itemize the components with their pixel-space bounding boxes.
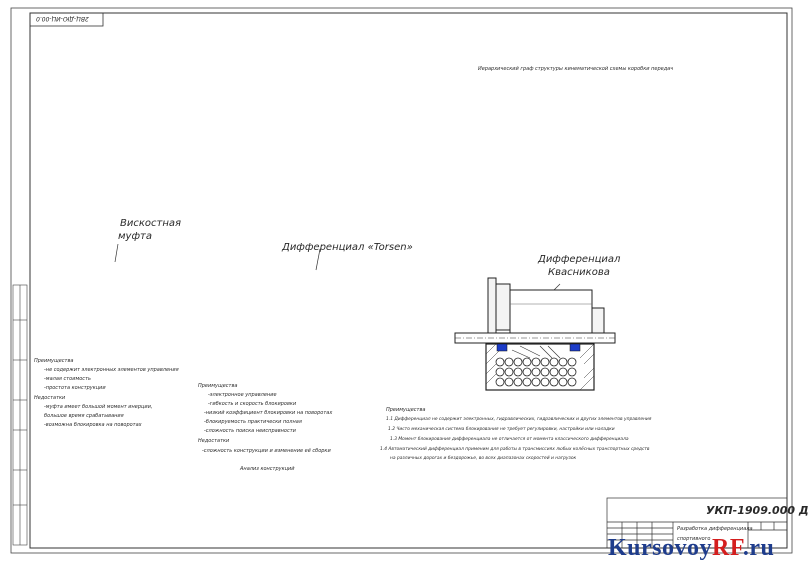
list-item: -сложность конструкции и изменение её сб…: [202, 448, 331, 454]
kursovoyrf-watermark: KursovoyRF.ru: [608, 535, 774, 562]
list-item: -не содержит электронных элементов управ…: [44, 367, 179, 373]
watermark-accent: RF: [712, 535, 743, 561]
viscous-coupling-label-line2: муфта: [118, 231, 152, 242]
list-item: 1.2 Чисто механическая система блокирова…: [388, 427, 615, 432]
document-code: УКП-1909.000 Д: [706, 504, 809, 517]
watermark-main: Kursovoy: [608, 535, 713, 561]
torsen-advantages-title: Преимущества: [198, 383, 238, 389]
kvasnikov-advantages-title: Преимущества: [386, 407, 426, 413]
torsen-disadvantages-title: Недостатки: [198, 438, 230, 444]
title-block-frame: [606, 497, 788, 549]
list-item: на различных дорогах и бездорожье, во вс…: [390, 456, 577, 461]
outer-frame: [10, 7, 793, 554]
list-item: 1.1 Дифференциал не содержит электронных…: [386, 417, 652, 422]
list-item: -простота конструкции: [44, 385, 106, 391]
torsen-differential-label: Дифференциал «Torsen»: [282, 242, 413, 253]
viscous-advantages-title: Преимущества: [34, 358, 74, 364]
list-item: -малая стоимость: [44, 376, 91, 382]
list-item: -блокируемость практически полная: [204, 419, 302, 425]
corner-stamp: 2ВЦ-ДЮ-ИЦ-00.0: [36, 15, 89, 22]
document-name-line1: Разработка дифференциала: [677, 526, 753, 532]
corner-stamp-box: [29, 12, 104, 27]
left-side-strip: [12, 284, 28, 546]
list-item: большое время срабатывания: [44, 413, 124, 419]
list-item: -низкий коэффициент блокировки на поворо…: [204, 410, 333, 416]
hierarchy-graph-title: Иерархический граф структуры кинематичес…: [478, 66, 674, 72]
kvasnikov-label-line1: Дифференциал: [538, 254, 621, 265]
torsen-leader: [315, 248, 321, 271]
list-item: -возможна блокировка на поворотах: [44, 422, 142, 428]
viscous-coupling-label-line1: Вискостная: [120, 218, 182, 229]
kvasnikov-differential-drawing: [454, 277, 616, 391]
viscous-disadvantages-title: Недостатки: [34, 395, 66, 401]
inner-frame: [29, 12, 788, 549]
list-item: -электронное управление: [208, 392, 277, 398]
list-item: 1.3 Момент блокирования дифференциала не…: [390, 437, 629, 442]
analysis-footer: Анализ конструкций: [240, 466, 295, 472]
list-item: -сложность поиска неисправности: [204, 428, 296, 434]
kvasnikov-label-line2: Квасникова: [548, 267, 610, 278]
watermark-suffix: .ru: [742, 535, 775, 561]
list-item: -муфта имеет большой момент инерции,: [44, 404, 153, 410]
document-name-line2: спортивного: [677, 536, 711, 542]
list-item: 1.4 Автоматический дифференциал применим…: [380, 447, 650, 452]
viscous-leader: [114, 243, 119, 263]
list-item: -гибкость и скорость блокировки: [208, 401, 297, 407]
